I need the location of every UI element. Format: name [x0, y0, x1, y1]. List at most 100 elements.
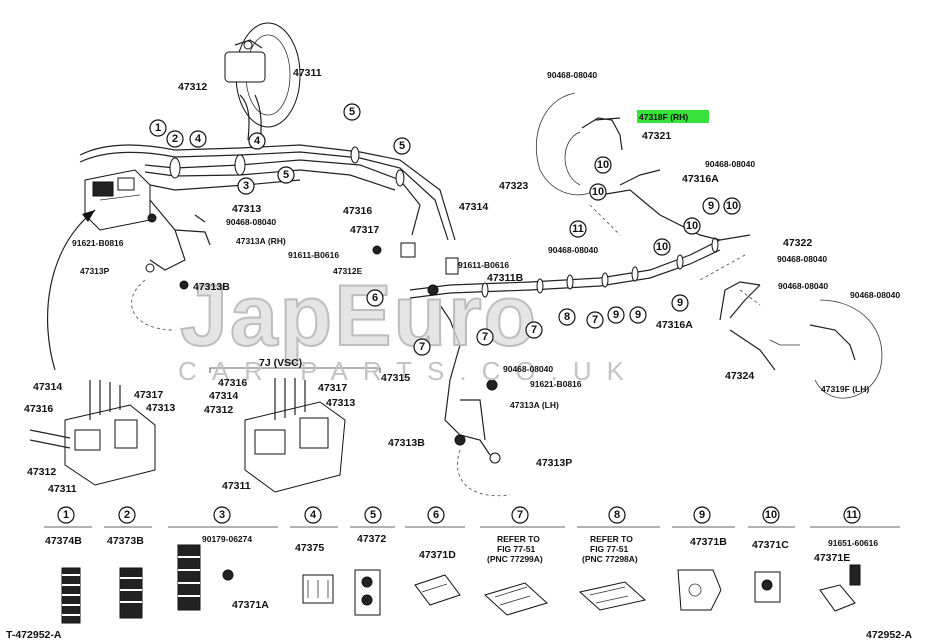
svg-text:10: 10	[726, 200, 738, 212]
clamp-callout-7: 7	[511, 506, 529, 524]
watermark-brand: JapEuro	[180, 268, 538, 364]
label-47319f-lh: 47319F (LH)	[821, 384, 869, 394]
abs-actuator-lower-mid	[209, 367, 381, 493]
svg-text:8: 8	[564, 311, 570, 323]
rear-flex-hoses	[535, 92, 883, 399]
clamp-1-shape	[61, 567, 81, 624]
label-ll-47313: 47313	[146, 402, 175, 414]
label-lm-47312: 47312	[204, 404, 233, 416]
clamp-callout-11: 11	[843, 506, 861, 524]
svg-text:7: 7	[517, 509, 523, 521]
label-ll-47312: 47312	[27, 466, 56, 478]
label-47314: 47314	[459, 201, 488, 213]
label-90468-f: 90468-08040	[778, 281, 828, 291]
label-90468-d: 90468-08040	[548, 245, 598, 255]
label-47316a: 47316A	[682, 173, 719, 185]
clamp-3-part: 90179-06274	[202, 534, 252, 544]
clamp-9-part: 47371B	[690, 536, 727, 548]
label-ll-47314: 47314	[33, 381, 62, 393]
svg-text:10: 10	[592, 186, 604, 198]
label-47313: 47313	[232, 203, 261, 215]
highlight-47318f	[637, 110, 709, 123]
clamp-11-part: 91651-60616	[828, 538, 878, 548]
label-47313a-rh: 47313A (RH)	[236, 236, 286, 246]
clamp-6-shape	[414, 574, 461, 606]
label-47315: 47315	[381, 372, 410, 384]
label-90468-e: 90468-08040	[777, 254, 827, 264]
svg-text:5: 5	[399, 140, 405, 152]
clamp-6-part: 47371D	[419, 549, 456, 561]
label-47312e: 47312E	[333, 266, 363, 276]
label-91611-b: 91611-B0616	[458, 260, 509, 270]
label-ll-47311: 47311	[48, 483, 77, 495]
clamp-1-part: 47374B	[45, 535, 82, 547]
label-47322: 47322	[783, 237, 812, 249]
svg-text:4: 4	[195, 133, 202, 145]
svg-text:10: 10	[686, 220, 698, 232]
callout-4: 4	[189, 130, 207, 148]
label-47312: 47312	[178, 81, 207, 93]
label-47311b: 47311B	[487, 272, 524, 284]
clamp-callout-9: 9	[693, 506, 711, 524]
svg-text:4: 4	[254, 135, 261, 147]
flow-arrow	[47, 209, 96, 371]
clamp-11-sub: 47371E	[814, 552, 850, 564]
svg-text:5: 5	[283, 169, 289, 181]
svg-text:9: 9	[708, 200, 714, 212]
svg-text:11: 11	[846, 509, 858, 521]
label-lm-47314: 47314	[209, 390, 238, 402]
clamp-8-shape	[578, 581, 647, 611]
abs-actuator-lower-left	[29, 380, 156, 486]
label-47317: 47317	[350, 224, 379, 236]
callout-7a: 7	[476, 328, 494, 346]
callout-5c: 5	[393, 137, 411, 155]
clamp-4-part: 47375	[295, 542, 324, 554]
clamp-callout-2: 2	[118, 506, 136, 524]
callout-7b: 7	[525, 321, 543, 339]
clamp-10-part: 47371C	[752, 539, 789, 551]
callout-1: 1	[149, 119, 167, 137]
label-90468-top: 90468-08040	[547, 70, 597, 80]
brake-booster	[224, 22, 301, 128]
clamp-callout-8: 8	[608, 506, 626, 524]
callout-9a: 9	[607, 306, 625, 324]
svg-text:9: 9	[677, 297, 683, 309]
callout-10c: 10	[653, 238, 671, 256]
watermark-tagline: CAR PARTS.CO.UK	[178, 356, 639, 386]
callout-9d: 9	[702, 197, 720, 215]
footer-right-code: 472952-A	[866, 629, 913, 641]
svg-text:8: 8	[614, 509, 620, 521]
callout-10a: 10	[594, 156, 612, 174]
clamp-callout-4: 4	[304, 506, 322, 524]
label-91621-b: 91621-B0816	[530, 379, 582, 389]
svg-text:7: 7	[531, 324, 537, 336]
footer-left-code: T-472952-A	[6, 629, 62, 641]
clamp-7-ref1: REFER TO	[497, 534, 540, 544]
clamp-callout-5: 5	[364, 506, 382, 524]
callout-7d: 7	[586, 311, 604, 329]
clamp-7-shape	[484, 582, 548, 616]
clamp-11-shape	[819, 564, 861, 612]
callout-9c: 9	[671, 294, 689, 312]
rear-brake-lines	[372, 117, 761, 464]
callout-11: 11	[569, 220, 587, 238]
section-heading-vsc: 7J (VSC)	[259, 357, 302, 369]
callout-4b: 4	[248, 132, 266, 150]
svg-text:2: 2	[172, 133, 178, 145]
leader-lines	[131, 204, 761, 497]
callout-5b: 5	[343, 103, 361, 121]
clamp-9-shape	[677, 569, 722, 611]
svg-text:6: 6	[433, 509, 439, 521]
clamp-2-part: 47373B	[107, 535, 144, 547]
callout-10b: 10	[589, 183, 607, 201]
svg-text:9: 9	[613, 309, 619, 321]
label-90468-b: 90468-08040	[503, 364, 553, 374]
svg-text:9: 9	[699, 509, 705, 521]
label-lm-47311: 47311	[222, 480, 251, 492]
clamp-3-shape	[177, 544, 234, 611]
clamp-7-ref2: FIG 77-51	[497, 544, 536, 554]
svg-text:5: 5	[349, 106, 355, 118]
clamp-callout-6: 6	[427, 506, 445, 524]
